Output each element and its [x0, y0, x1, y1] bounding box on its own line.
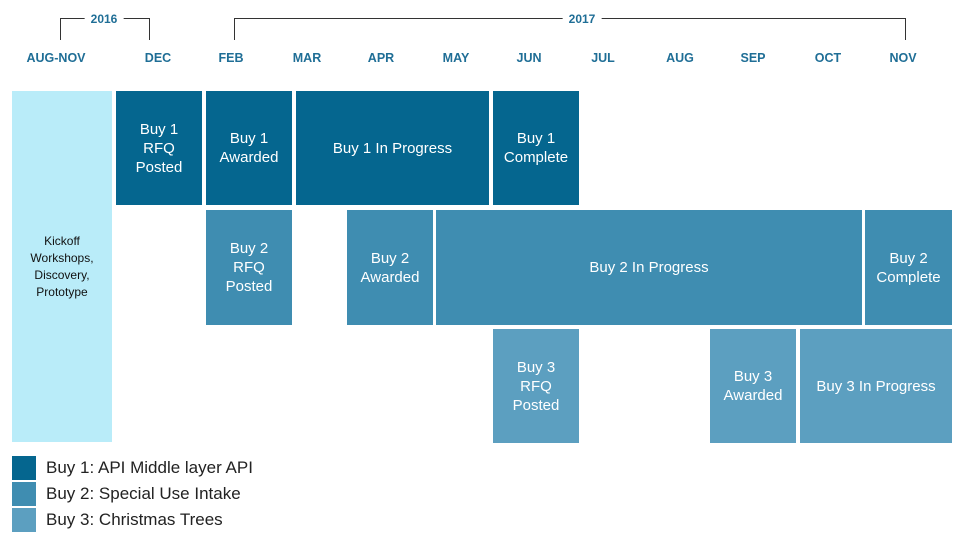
- month-label: APR: [367, 51, 395, 65]
- month-label: NOV: [889, 51, 917, 65]
- legend-swatch: [12, 482, 36, 506]
- buy3-rfq-posted-block: Buy 3 RFQ Posted: [493, 329, 579, 443]
- buy2-awarded-block: Buy 2 Awarded: [347, 210, 433, 325]
- month-label: JUL: [591, 51, 615, 65]
- year-label-2016: 2016: [84, 12, 124, 26]
- legend-label: Buy 3: Christmas Trees: [46, 510, 223, 529]
- buy2-complete-block: Buy 2 Complete: [865, 210, 952, 325]
- buy1-rfq-posted-block: Buy 1 RFQ Posted: [116, 91, 202, 205]
- legend-item-buy2: Buy 2: Special Use Intake: [12, 482, 241, 506]
- buy2-in-progress-block: Buy 2 In Progress: [436, 210, 862, 325]
- month-label: JUN: [516, 51, 542, 65]
- buy1-awarded-block: Buy 1 Awarded: [206, 91, 292, 205]
- legend-label: Buy 1: API Middle layer API: [46, 458, 253, 477]
- month-label: OCT: [814, 51, 842, 65]
- month-label: AUG: [666, 51, 694, 65]
- month-label: AUG-NOV: [26, 51, 86, 65]
- month-label: FEB: [218, 51, 244, 65]
- month-label: MAR: [292, 51, 322, 65]
- legend-label: Buy 2: Special Use Intake: [46, 484, 241, 503]
- legend-item-buy1: Buy 1: API Middle layer API: [12, 456, 253, 480]
- month-label: DEC: [144, 51, 172, 65]
- buy2-rfq-posted-block: Buy 2 RFQ Posted: [206, 210, 292, 325]
- legend-item-buy3: Buy 3: Christmas Trees: [12, 508, 223, 532]
- month-label: MAY: [442, 51, 470, 65]
- buy1-complete-block: Buy 1 Complete: [493, 91, 579, 205]
- legend-swatch: [12, 508, 36, 532]
- buy3-in-progress-block: Buy 3 In Progress: [800, 329, 952, 443]
- year-label-2017: 2017: [562, 12, 602, 26]
- month-label: SEP: [740, 51, 766, 65]
- buy1-in-progress-block: Buy 1 In Progress: [296, 91, 489, 205]
- kickoff-block: Kickoff Workshops, Discovery, Prototype: [12, 91, 112, 442]
- buy3-awarded-block: Buy 3 Awarded: [710, 329, 796, 443]
- legend-swatch: [12, 456, 36, 480]
